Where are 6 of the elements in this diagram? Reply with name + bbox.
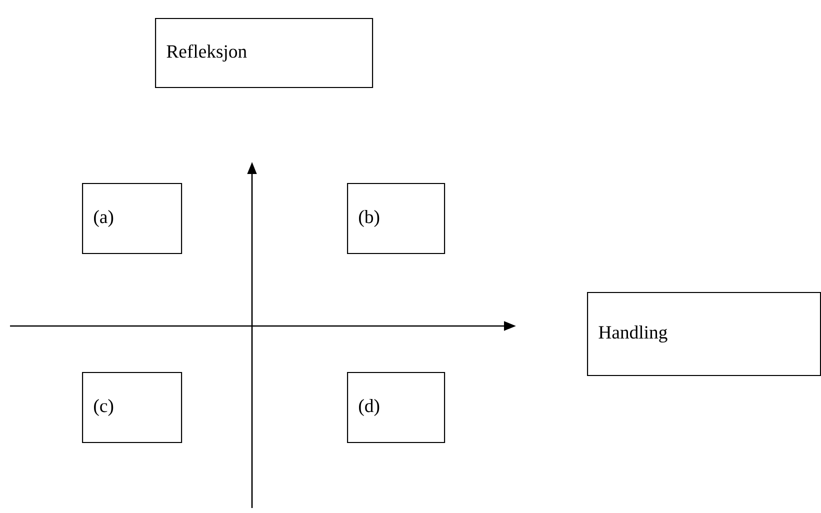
label-box: (a): [82, 182, 182, 254]
label-box: Refleksjon: [155, 18, 374, 88]
label-box: (d): [347, 372, 446, 444]
label-box: Handling: [587, 292, 821, 376]
label-box: (b): [347, 182, 446, 254]
label-box: (c): [82, 372, 182, 444]
